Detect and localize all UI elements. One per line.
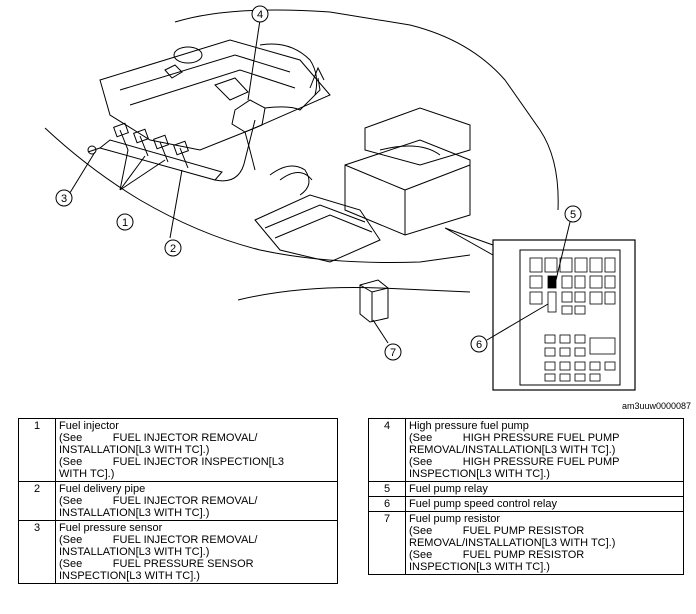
legend-reference-link[interactable]: (See HIGH PRESSURE FUEL PUMP INSPECTION[…: [409, 456, 620, 480]
legend-description: Fuel delivery pipe(See FUEL INJECTOR REM…: [55, 481, 338, 521]
legend-title: Fuel pump relay: [409, 483, 488, 495]
legend-title: Fuel pump resistor: [409, 513, 501, 525]
legend-reference-link[interactable]: (See FUEL INJECTOR INSPECTION[L3 WITH TC…: [59, 456, 284, 480]
fuel-rail: [87, 119, 256, 182]
legend-description: Fuel pump speed control relay: [405, 496, 684, 512]
engine-bay-diagram: 4 3 1 2 5 6 7: [44, 5, 636, 391]
svg-text:7: 7: [390, 347, 396, 359]
legend-description: Fuel pump relay: [405, 481, 684, 497]
callout-4: 4: [251, 5, 269, 23]
fuel-pump-resistor: [359, 279, 389, 323]
callouts: 4 3 1 2 5 6 7: [55, 5, 582, 361]
legend-description: High pressure fuel pump(See HIGH PRESSUR…: [405, 418, 684, 482]
vehicle-body-outline: [44, 9, 559, 301]
relay-grid: [529, 257, 616, 382]
legend-number: 7: [368, 511, 406, 575]
legend-number: 4: [368, 418, 406, 482]
legend-reference-link[interactable]: (See FUEL INJECTOR REMOVAL/ INSTALLATION…: [59, 432, 258, 456]
legend-description: Fuel pressure sensor(See FUEL INJECTOR R…: [55, 520, 338, 584]
legend-reference-link[interactable]: (See FUEL PUMP RESISTOR REMOVAL/INSTALLA…: [409, 525, 616, 549]
callout-7: 7: [384, 343, 402, 361]
callout-6: 6: [470, 335, 488, 353]
legend-reference-link[interactable]: (See FUEL PRESSURE SENSOR INSPECTION[L3 …: [59, 558, 254, 582]
svg-text:4: 4: [257, 9, 263, 21]
svg-text:6: 6: [476, 339, 482, 351]
leader-lines: [67, 19, 571, 344]
high-pressure-pump: [231, 66, 325, 171]
relay-block-inset: [444, 227, 636, 391]
legend-title: Fuel delivery pipe: [59, 483, 146, 495]
air-cleaner-box: [344, 107, 471, 236]
legend-reference-link[interactable]: (See FUEL INJECTOR REMOVAL/ INSTALLATION…: [59, 495, 258, 519]
svg-text:1: 1: [122, 217, 128, 229]
legend-reference-link[interactable]: (See FUEL INJECTOR REMOVAL/ INSTALLATION…: [59, 534, 258, 558]
callout-2: 2: [164, 239, 182, 257]
wiring-harness: [269, 165, 313, 196]
legend-title: Fuel pressure sensor: [59, 522, 163, 534]
svg-text:5: 5: [570, 209, 576, 221]
legend-number: 6: [368, 496, 406, 512]
svg-text:3: 3: [61, 193, 67, 205]
resonator: [254, 194, 381, 263]
callout-5: 5: [564, 205, 582, 223]
legend-number: 1: [18, 418, 56, 482]
legend-reference-link[interactable]: (See HIGH PRESSURE FUEL PUMP REMOVAL/INS…: [409, 432, 620, 456]
legend-reference-link[interactable]: (See FUEL PUMP RESISTOR INSPECTION[L3 WI…: [409, 549, 585, 573]
callout-3: 3: [55, 189, 73, 207]
legend-description: Fuel pump resistor(See FUEL PUMP RESISTO…: [405, 511, 684, 575]
callout-1: 1: [116, 213, 134, 231]
legend-number: 5: [368, 481, 406, 497]
figure-id: am3uuw0000087: [622, 401, 692, 411]
legend-title: Fuel injector: [59, 420, 119, 432]
legend-description: Fuel injector(See FUEL INJECTOR REMOVAL/…: [55, 418, 338, 482]
legend-number: 3: [18, 520, 56, 584]
legend-number: 2: [18, 481, 56, 521]
svg-text:2: 2: [170, 243, 176, 255]
legend-title: Fuel pump speed control relay: [409, 498, 557, 510]
legend-title: High pressure fuel pump: [409, 420, 529, 432]
